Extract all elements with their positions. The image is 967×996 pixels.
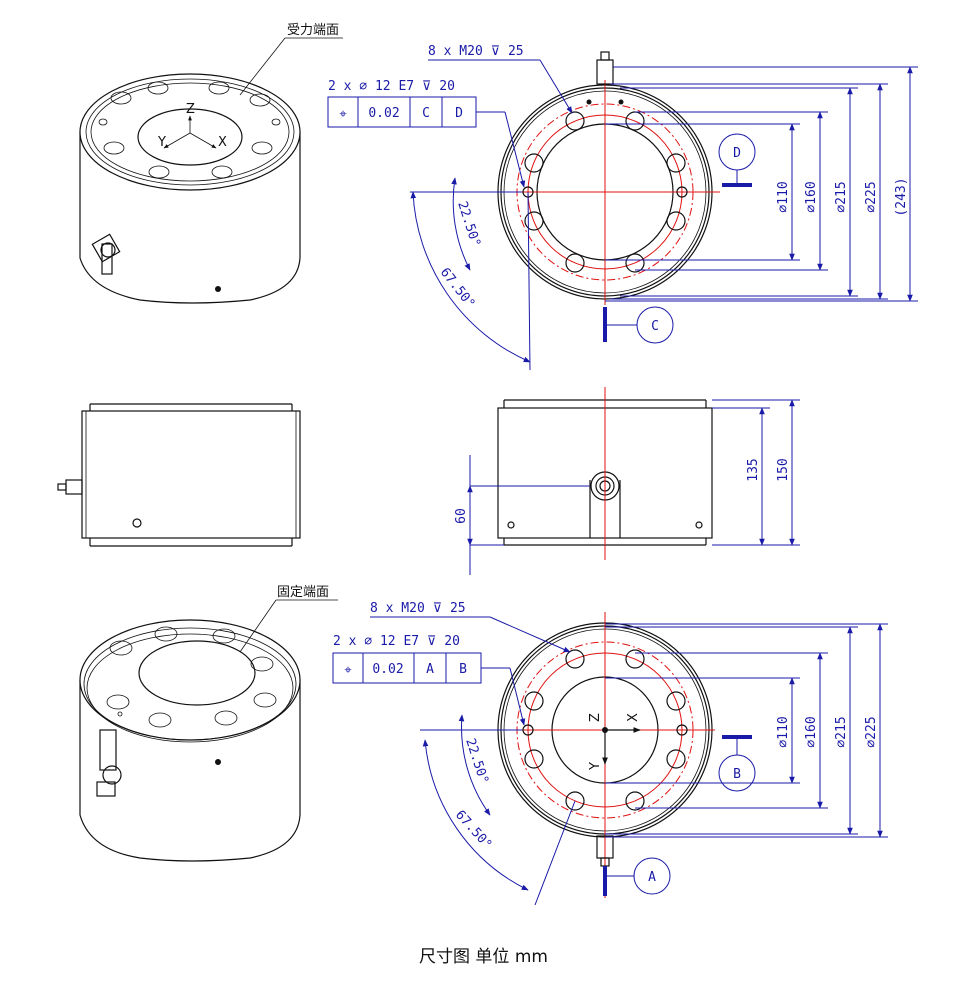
top-feature-control-frame: ⌖ 0.02 C D [327,96,477,128]
top-thread-note: 8 x M20 ⊽ 25 [428,44,524,59]
bottom-dim-160: ⌀160 [804,716,819,747]
iso-top-axis-x: X [218,135,227,150]
bottom-axis-x: X [626,713,641,722]
iso-view-fixed-end: 固定端面 [79,585,338,862]
drawing-caption: 尺寸图 单位 mm [419,947,548,967]
svg-text:⌖: ⌖ [344,663,352,678]
bottom-bolt-holes [522,649,688,811]
datum-c-label: C [651,319,659,334]
top-view-plan: 8 x M20 ⊽ 25 2 x ⌀ 12 E7 ⊽ 20 ⌖ 0.02 C D… [327,44,918,371]
bottom-thread-note: 8 x M20 ⊽ 25 [370,601,466,616]
iso-top-axis-z: Z [186,102,195,117]
bottom-dim-110: ⌀110 [776,716,791,747]
bottom-angle-22: 22.50° [462,737,491,786]
bottom-dim-225: ⌀225 [864,716,879,747]
side-view-left [57,403,301,547]
iso-top-axis-y: Y [157,135,166,150]
top-dim-160: ⌀160 [804,181,819,212]
dim-150: 150 [776,458,791,481]
bottom-dim-215: ⌀215 [834,716,849,747]
svg-text:⌖: ⌖ [339,107,347,122]
bottom-axis-z: Z [588,713,603,722]
top-dim-110: ⌀110 [776,181,791,212]
bottom-view-plan: Z X Y 8 x M20 ⊽ 25 2 x ⌀ 12 E7 ⊽ 20 ⌖ 0.… [332,601,888,906]
dim-60: 60 [454,508,469,524]
svg-text:B: B [459,662,467,677]
bottom-pin-note: 2 x ⌀ 12 E7 ⊽ 20 [333,634,460,649]
svg-text:C: C [422,106,430,121]
svg-text:D: D [455,106,463,121]
svg-text:0.02: 0.02 [368,106,399,121]
iso-bottom-label: 固定端面 [277,585,329,600]
svg-text:A: A [426,662,434,677]
top-pin-note: 2 x ⌀ 12 E7 ⊽ 20 [328,79,455,94]
iso-view-load-end: Z X Y 受力端面 [79,23,343,304]
bottom-feature-control-frame: ⌖ 0.02 A B [332,652,482,684]
top-angle-67: 67.50° [437,265,478,311]
bottom-axis-y: Y [588,762,603,771]
top-dim-225: ⌀225 [864,181,879,212]
top-dim-215: ⌀215 [834,181,849,212]
svg-text:0.02: 0.02 [372,662,403,677]
top-dim-243: (243) [894,177,909,216]
iso-top-label: 受力端面 [287,23,339,38]
datum-a-label: A [648,870,656,885]
side-view-right: 135 150 60 [454,387,800,575]
datum-d-label: D [733,146,741,161]
dim-135: 135 [746,458,761,481]
datum-b-label: B [733,767,741,782]
